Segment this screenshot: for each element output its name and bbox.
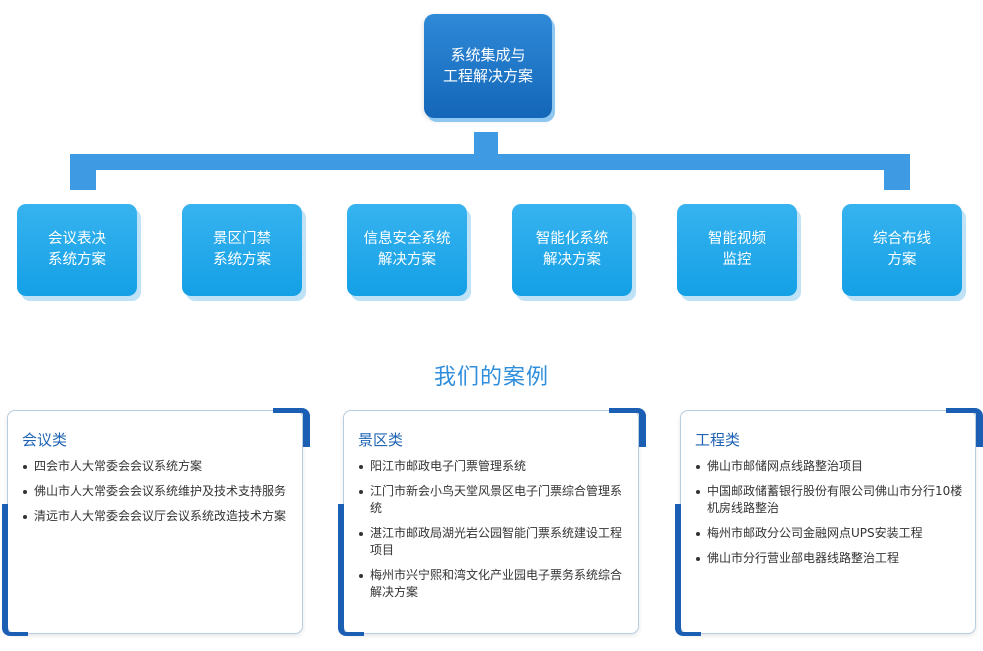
case-item-text: 梅州市邮政分公司金融网点UPS安装工程: [707, 526, 923, 540]
solution-node-info-security: 信息安全系统 解决方案: [347, 204, 467, 296]
case-item: 江门市新会小鸟天堂风景区电子门票综合管理系统: [358, 483, 630, 517]
solution-node-line1: 景区门禁: [213, 231, 271, 247]
case-item: 梅州市邮政分公司金融网点UPS安装工程: [695, 525, 967, 542]
bullet-icon: [696, 490, 700, 494]
bullet-icon: [359, 574, 363, 578]
case-card-title: 景区类: [358, 431, 404, 449]
case-item: 佛山市分行营业部电器线路整治工程: [695, 550, 967, 567]
case-card-scenic: 景区类 阳江市邮政电子门票管理系统 江门市新会小鸟天堂风景区电子门票综合管理系统…: [338, 408, 646, 636]
case-item-text: 清远市人大常委会会议厅会议系统改造技术方案: [34, 509, 287, 523]
card-corner-accent: [675, 504, 701, 636]
case-card-engineering: 工程类 佛山市邮储网点线路整治项目 中国邮政储蓄银行股份有限公司佛山市分行10楼…: [675, 408, 983, 636]
card-corner-accent: [609, 408, 646, 447]
case-item-text: 佛山市人大常委会会议系统维护及技术支持服务: [34, 484, 287, 498]
bullet-icon: [23, 465, 27, 469]
solution-node-smart-system: 智能化系统 解决方案: [512, 204, 632, 296]
case-item: 佛山市邮储网点线路整治项目: [695, 458, 967, 475]
solution-node-line2: 系统方案: [48, 252, 106, 268]
solution-node-line2: 监控: [722, 252, 752, 268]
solution-node-meeting-voting: 会议表决 系统方案: [17, 204, 137, 296]
solution-node-line2: 解决方案: [378, 252, 436, 268]
case-item-text: 梅州市兴宁熙和湾文化产业园电子票务系统综合解决方案: [370, 568, 623, 599]
case-item: 阳江市邮政电子门票管理系统: [358, 458, 630, 475]
bullet-icon: [696, 465, 700, 469]
solution-node-video-surveillance: 智能视频 监控: [677, 204, 797, 296]
solution-node-line2: 系统方案: [213, 252, 271, 268]
case-item-text: 佛山市分行营业部电器线路整治工程: [707, 551, 900, 565]
case-item: 湛江市邮政局湖光岩公园智能门票系统建设工程项目: [358, 525, 630, 559]
card-corner-accent: [338, 504, 364, 636]
cases-title: 我们的案例: [433, 365, 549, 390]
connector-drop-1: [70, 154, 96, 190]
solution-node-line1: 信息安全系统: [363, 231, 451, 247]
case-card-title: 会议类: [22, 431, 68, 449]
case-list: 阳江市邮政电子门票管理系统 江门市新会小鸟天堂风景区电子门票综合管理系统 湛江市…: [358, 458, 630, 609]
root-node: 系统集成与 工程解决方案: [424, 14, 552, 118]
solution-node-line2: 方案: [887, 252, 917, 268]
bullet-icon: [696, 557, 700, 561]
case-item: 四会市人大常委会会议系统方案: [22, 458, 294, 475]
bullet-icon: [359, 490, 363, 494]
solution-node-line2: 解决方案: [543, 252, 601, 268]
solution-node-line1: 会议表决: [48, 231, 106, 247]
root-node-line2: 工程解决方案: [442, 67, 533, 85]
root-node-line1: 系统集成与: [450, 46, 526, 64]
solution-node-line1: 综合布线: [873, 231, 931, 247]
card-corner-accent: [273, 408, 310, 447]
solution-node-line1: 智能化系统: [535, 231, 609, 247]
case-list: 佛山市邮储网点线路整治项目 中国邮政储蓄银行股份有限公司佛山市分行10楼机房线路…: [695, 458, 967, 575]
solution-node-cabling: 综合布线 方案: [842, 204, 962, 296]
case-item: 佛山市人大常委会会议系统维护及技术支持服务: [22, 483, 294, 500]
case-item: 清远市人大常委会会议厅会议系统改造技术方案: [22, 508, 294, 525]
case-item-text: 江门市新会小鸟天堂风景区电子门票综合管理系统: [370, 484, 623, 515]
bullet-icon: [23, 515, 27, 519]
case-item-text: 湛江市邮政局湖光岩公园智能门票系统建设工程项目: [370, 526, 623, 557]
solution-node-scenic-access: 景区门禁 系统方案: [182, 204, 302, 296]
bullet-icon: [359, 465, 363, 469]
bullet-icon: [359, 532, 363, 536]
case-card-title: 工程类: [695, 431, 741, 449]
case-item-text: 阳江市邮政电子门票管理系统: [370, 459, 527, 473]
case-item-text: 佛山市邮储网点线路整治项目: [707, 459, 864, 473]
case-item: 中国邮政储蓄银行股份有限公司佛山市分行10楼机房线路整治: [695, 483, 967, 517]
case-item-text: 中国邮政储蓄银行股份有限公司佛山市分行10楼机房线路整治: [707, 484, 963, 515]
solution-node-line1: 智能视频: [708, 231, 766, 247]
card-corner-accent: [946, 408, 983, 447]
case-card-meeting: 会议类 四会市人大常委会会议系统方案 佛山市人大常委会会议系统维护及技术支持服务…: [2, 408, 310, 636]
case-list: 四会市人大常委会会议系统方案 佛山市人大常委会会议系统维护及技术支持服务 清远市…: [22, 458, 294, 533]
case-item: 梅州市兴宁熙和湾文化产业园电子票务系统综合解决方案: [358, 567, 630, 601]
connector-drop-2: [884, 154, 910, 190]
bullet-icon: [696, 532, 700, 536]
card-corner-accent: [2, 504, 28, 636]
connector-horizontal: [70, 154, 910, 170]
bullet-icon: [23, 490, 27, 494]
connector-stem: [474, 132, 498, 154]
case-item-text: 四会市人大常委会会议系统方案: [34, 459, 203, 473]
